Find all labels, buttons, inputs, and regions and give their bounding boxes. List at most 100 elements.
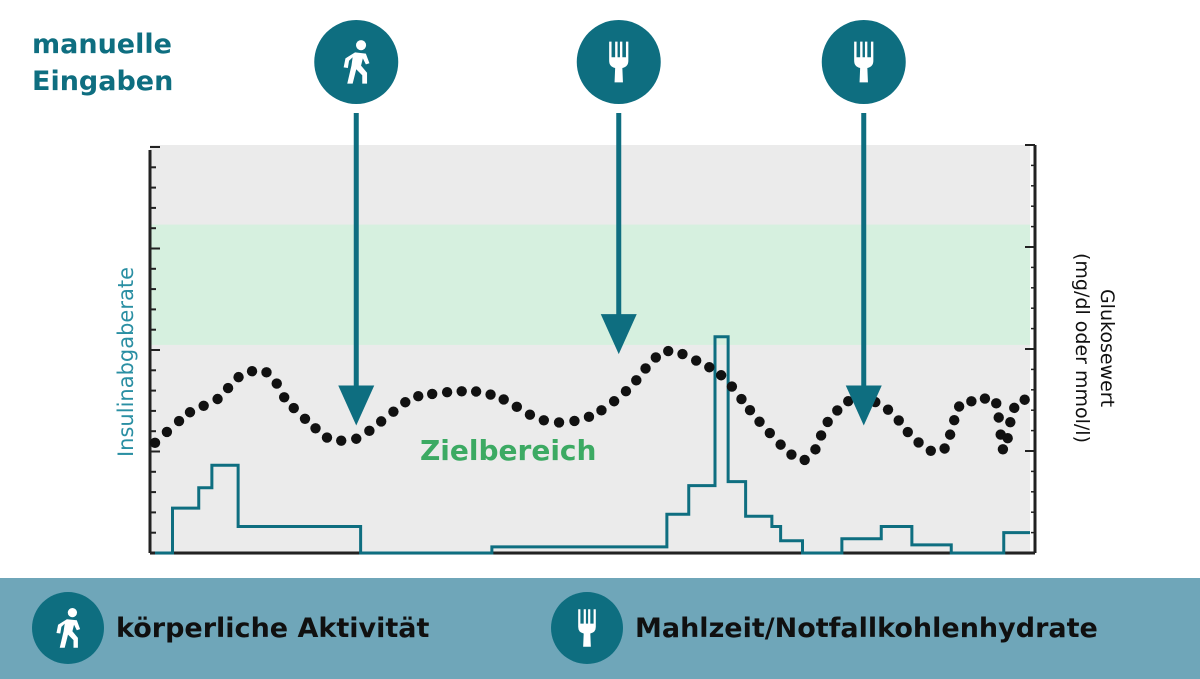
glucose-dot	[1019, 394, 1030, 405]
glucose-dot	[538, 415, 550, 426]
glucose-dot	[1009, 402, 1020, 414]
fork-icon	[551, 592, 623, 664]
glucose-dot	[1002, 432, 1013, 444]
glucose-dot	[775, 439, 786, 450]
glucose-dot	[413, 391, 424, 402]
glucose-dot	[843, 395, 854, 407]
glucose-dot	[375, 416, 387, 427]
manual-inputs-title: manuelle Eingaben	[32, 26, 173, 100]
glucose-dot	[336, 435, 347, 446]
glucose-dot	[663, 345, 674, 357]
glucose-dot	[997, 444, 1009, 455]
meal-marker	[821, 20, 906, 426]
glucose-dot	[364, 425, 375, 437]
glucose-dot	[400, 397, 411, 408]
glucose-dot	[351, 433, 362, 444]
glucose-dot	[553, 417, 565, 428]
glucose-dot	[596, 405, 607, 416]
glucose-dot	[949, 415, 960, 426]
glucose-dot	[744, 405, 756, 416]
glucose-dot	[388, 406, 399, 417]
walking-person-icon	[32, 592, 104, 664]
glucose-dot	[925, 445, 936, 456]
glucose-dot	[764, 427, 776, 439]
glucose-dot	[893, 415, 904, 426]
glucose-dot	[608, 396, 620, 407]
manual-input-markers	[314, 20, 906, 426]
glucose-dot	[650, 352, 662, 363]
glucose-dot	[470, 386, 482, 397]
glucose-dot	[569, 415, 580, 427]
glucose-dot	[198, 400, 209, 412]
insulin-delivery-line	[155, 335, 1030, 555]
legend-item-meal: Mahlzeit/Notfallkohlenhydrate	[551, 592, 1098, 664]
glucose-dot	[246, 366, 258, 377]
glucose-dot	[715, 370, 727, 381]
glucose-dot	[524, 409, 536, 420]
glucose-dot	[498, 394, 509, 405]
glucose-dot	[832, 405, 843, 416]
glucose-dot	[736, 393, 747, 405]
glucose-dot	[799, 454, 810, 466]
legend-label-meal: Mahlzeit/Notfallkohlenhydrate	[635, 612, 1098, 644]
glucose-dotted-line	[149, 345, 1030, 466]
glucose-dot	[631, 375, 642, 386]
activity-marker	[314, 20, 399, 426]
glucose-dot	[161, 426, 173, 438]
meal-marker	[576, 20, 661, 355]
y-axis-left-label: Insulinabgaberate	[114, 266, 138, 458]
glucose-dot	[882, 404, 894, 415]
legend-item-activity: körperliche Aktivität	[32, 592, 429, 664]
glucose-dot	[822, 416, 833, 428]
glucose-dot	[441, 387, 453, 398]
glucose-dot	[991, 398, 1002, 409]
glucose-dot	[620, 386, 632, 397]
glucose-dot	[583, 411, 595, 423]
glucose-dot	[786, 449, 797, 460]
glucose-dot	[426, 388, 438, 400]
glucose-dot	[261, 367, 272, 378]
marker-arrow-head	[845, 385, 882, 426]
plot-background	[150, 145, 1030, 555]
glucose-dot	[704, 362, 715, 373]
glucose-dot	[690, 355, 702, 366]
glucose-dot	[953, 401, 965, 412]
title-line-2: Eingaben	[32, 66, 174, 97]
title-line-1: manuelle	[32, 29, 172, 60]
glucose-dot	[321, 432, 333, 443]
glucose-dot	[913, 437, 924, 448]
marker-arrow-head	[600, 314, 637, 355]
glucose-dot	[184, 407, 196, 418]
glucose-dot	[299, 413, 311, 424]
glucose-dot	[993, 412, 1004, 423]
glucose-dot	[810, 444, 821, 455]
glucose-dot	[902, 426, 913, 438]
target-range-label: Zielbereich	[420, 434, 597, 467]
glucose-dot	[944, 429, 956, 440]
glucose-dot	[222, 382, 234, 394]
glucose-dot	[677, 348, 688, 360]
glucose-dot	[485, 389, 496, 400]
y-axis-right-label-line1: Glukosewert	[1096, 288, 1118, 408]
glucose-dot	[271, 378, 282, 389]
y-axis-right-label: Glukosewert (mg/dl oder mmol/l)	[1069, 253, 1119, 443]
glucose-dot	[212, 393, 223, 405]
glucose-dot	[939, 443, 950, 454]
glucose-dot	[640, 363, 651, 374]
marker-arrow-head	[338, 385, 375, 426]
glucose-dot	[815, 430, 827, 441]
chart-axes	[148, 144, 1037, 555]
legend-footer: körperliche Aktivität Mahlzeit/Notfallko…	[0, 578, 1200, 679]
target-range-band	[150, 224, 1030, 345]
glucose-dot	[310, 423, 321, 434]
legend-label-activity: körperliche Aktivität	[116, 612, 430, 644]
glucose-dot	[173, 415, 185, 427]
glucose-dot	[288, 402, 299, 414]
glucose-dot	[754, 416, 765, 427]
glucose-dot	[149, 437, 161, 449]
y-axis-right-label-line2: (mg/dl oder mmol/l)	[1071, 253, 1093, 443]
glucose-dot	[979, 393, 991, 404]
glucose-dot	[278, 392, 290, 403]
glucose-dot	[726, 381, 738, 392]
